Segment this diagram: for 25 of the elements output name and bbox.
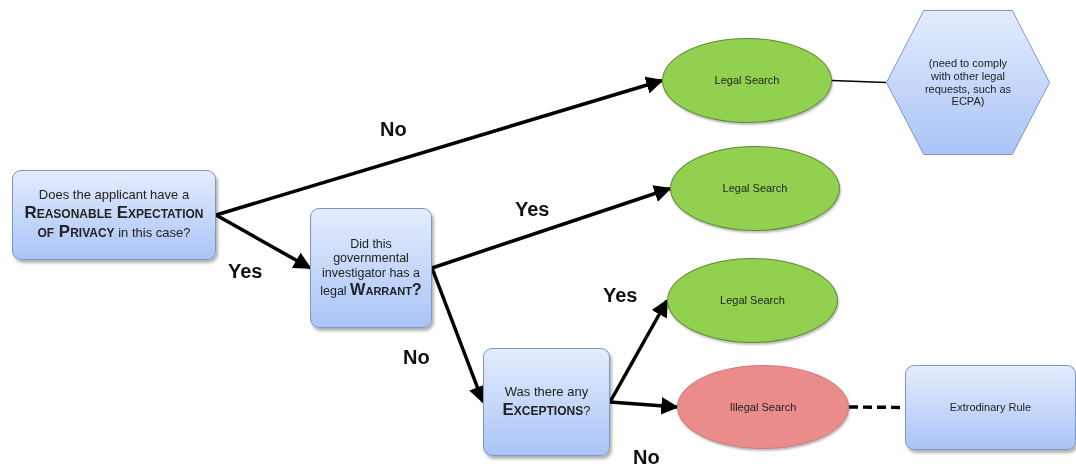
- edge-label: No: [380, 118, 407, 141]
- note-hexagon: [886, 10, 1050, 155]
- edge-label: No: [403, 346, 430, 369]
- arrow: [215, 76, 664, 217]
- question-box: [483, 348, 610, 456]
- node-text: Was there any Exceptions?: [501, 384, 592, 420]
- edge-label: Yes: [228, 260, 263, 283]
- arrow: [431, 185, 672, 270]
- node-text: Does the applicant have a Reasonable Expectation of Privacy in this case?: [23, 188, 205, 242]
- node-text: Did this governmental investigator has a legal Warrant?: [319, 237, 423, 299]
- node-text: Legal Search: [721, 182, 789, 195]
- node-text: Legal Search: [713, 74, 781, 87]
- node-text: Extrodinary Rule: [948, 401, 1033, 414]
- node-text: Illegal Search: [728, 400, 798, 414]
- edge-label: Yes: [515, 198, 550, 221]
- arrow: [608, 298, 669, 403]
- question-box: [12, 170, 216, 260]
- arrow: [609, 397, 679, 415]
- arrow: [215, 213, 312, 270]
- node-text: (need to comply with other legal requests, such as ECPA): [923, 57, 1013, 108]
- edge-label: No: [633, 446, 660, 469]
- node-text: Legal Search: [719, 294, 786, 307]
- question-box: [310, 208, 432, 328]
- connector-line: [831, 79, 887, 84]
- edge-label: Yes: [603, 284, 638, 307]
